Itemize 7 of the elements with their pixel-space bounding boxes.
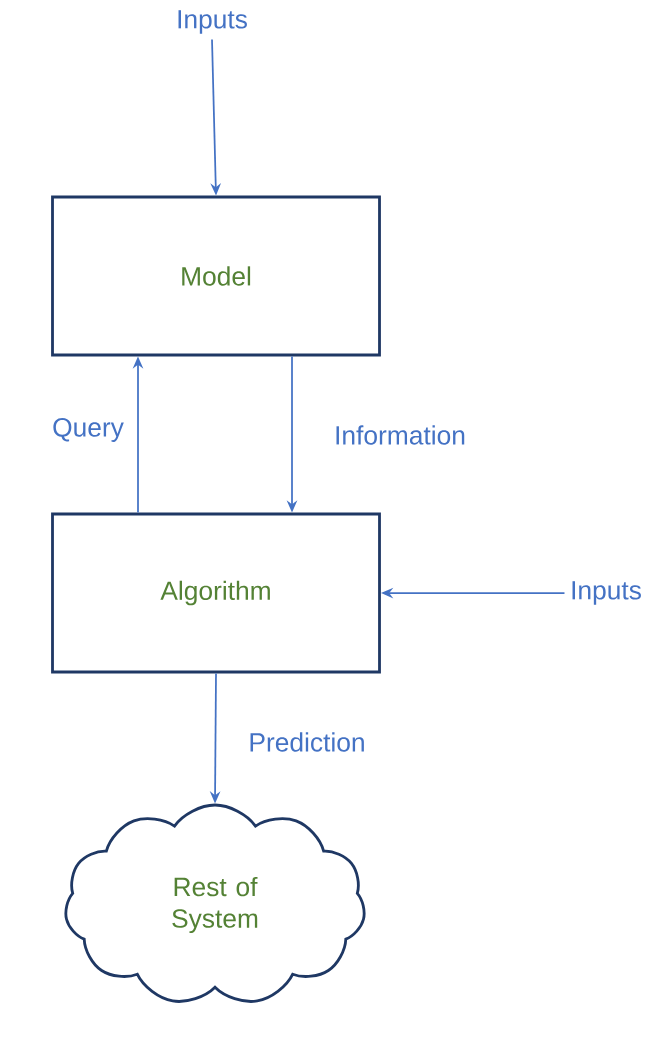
edge-label: Query <box>48 414 128 446</box>
process-box: Model <box>51 195 381 357</box>
input-label: Inputs <box>178 10 247 34</box>
edge-label: Prediction <box>244 728 370 756</box>
edge-label: Information <box>330 421 470 449</box>
input-label: Inputs <box>572 581 641 605</box>
process-box: Algorithm <box>51 512 381 674</box>
